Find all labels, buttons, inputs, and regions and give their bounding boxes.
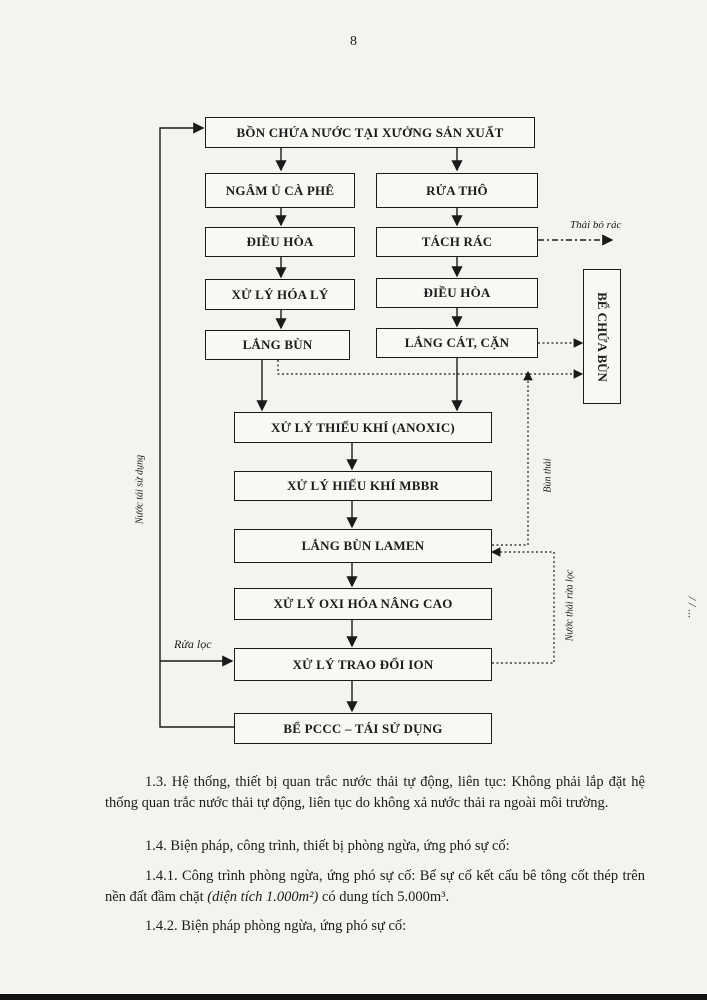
left-equalization-box: ĐIỀU HÒA [205, 227, 355, 257]
page-number: 8 [350, 34, 357, 49]
paragraph-1-3: 1.3. Hệ thống, thiết bị quan trắc nước t… [105, 774, 645, 811]
right-equalization-box: ĐIỀU HÒA [376, 278, 538, 308]
physicochemical-box: XỬ LÝ HÓA LÝ [205, 279, 355, 310]
trash-separation-box: TÁCH RÁC [376, 227, 538, 257]
coffee-soaking-box: NGÂM Ủ CÀ PHÊ [205, 173, 355, 208]
reuse-tank-box: BỂ PCCC – TÁI SỬ DỤNG [234, 713, 492, 744]
paragraph-1-4-2: 1.4.2. Biện pháp phòng ngừa, ứng phó sự … [145, 918, 407, 934]
storage-tank-box: BỒN CHỨA NƯỚC TẠI XƯỞNG SẢN XUẤT [205, 117, 535, 148]
anoxic-box: XỬ LÝ THIẾU KHÍ (ANOXIC) [234, 412, 492, 443]
paragraph-1-4: 1.4. Biện pháp, công trình, thiết bị phò… [145, 838, 510, 854]
paragraph-1-4-1-area: (diện tích 1.000m²) [207, 889, 319, 905]
paragraph-1-4-1-end: có dung tích 5.000m³. [318, 889, 450, 905]
ion-exchange-box: XỬ LÝ TRAO ĐỔI ION [234, 648, 492, 681]
waste-sludge-label: Bùn thải [542, 458, 554, 493]
grit-settling-box: LẮNG CÁT, CẶN [376, 328, 538, 358]
trash-label: Thải bỏ rác [570, 219, 622, 231]
filter-wash-label: Rửa lọc [174, 637, 212, 651]
sludge-tank-box: BỂ CHỨA BÙN [583, 269, 621, 404]
left-sludge-settling-box: LẮNG BÙN [205, 330, 350, 360]
lamella-settling-box: LẮNG BÙN LAMEN [234, 529, 492, 563]
mbbr-box: XỬ LÝ HIẾU KHÍ MBBR [234, 471, 492, 501]
rough-wash-box: RỬA THÔ [376, 173, 538, 208]
paragraph-1-4-1-main: 1.4.1. Công trình phòng ngừa, ứng phó sự… [105, 868, 645, 905]
advanced-oxidation-box: XỬ LÝ OXI HÓA NÂNG CAO [234, 588, 492, 620]
margin-handwriting: / / ... [685, 596, 700, 619]
filter-wash-water-label: Nước thải rửa lọc [564, 569, 576, 642]
bottom-scan-edge [0, 994, 707, 1000]
paragraph-1-4-1: 1.4.1. Công trình phòng ngừa, ứng phó sự… [105, 866, 645, 908]
sludge-tank-label: BỂ CHỨA BÙN [595, 291, 610, 382]
reuse-water-label: Nước tái sử dụng [134, 454, 146, 525]
